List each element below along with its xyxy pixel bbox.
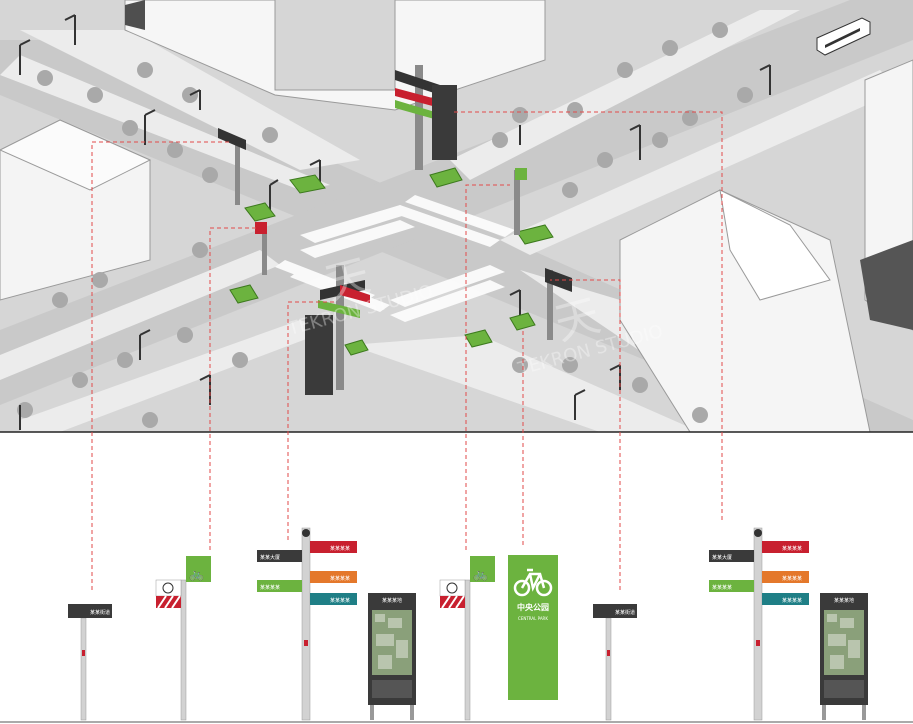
map-blocks [375,614,408,669]
street-lights [19,14,771,430]
sign-central-park: 中央公园 CENTRAL PARK [508,555,558,700]
finger-orange-2: 某某某某 [782,576,802,582]
sign-bike-1: 🚲 [155,556,211,721]
sign-7-label: 某某街道 [615,609,635,616]
map-title-2: 某某某地 [834,597,854,604]
bike-icon-2: 🚲 [473,567,488,581]
tower-center [305,265,370,395]
sidewalk-lower-left [20,320,330,432]
finger-teal: 某某某某 [330,598,350,604]
street-scene: 天 TEKRON STUDIO 天 TEKRON STUDIO [0,0,913,433]
sign-bike-2: 🚲 [439,556,495,721]
sign-elevations: 某某街道 🚲 某某大厦 某某某某 某某某某 某某某某 [68,527,868,721]
crosswalks [275,195,515,322]
leader-lines [91,111,723,590]
building-top-shadow [125,0,145,30]
green-pads [229,167,554,356]
finger-left-top-2: 某某大厦 [712,554,732,561]
central-park-en: CENTRAL PARK [518,616,548,621]
sidewalk-lower [350,335,700,432]
finger-left-top: 某某大厦 [260,554,280,561]
camera-icon-2 [446,582,458,594]
finger-green-2: 某某某某 [712,585,732,591]
road-diagonal-b [0,0,913,405]
sign-finger-post-1: 某某大厦 某某某某 某某某某 某某某某 某某某某 [257,527,357,721]
finger-green: 某某某某 [260,585,280,591]
warning-stripes-2 [441,595,465,609]
sign-map-panel-1: 某某某地 [368,593,416,720]
bike-icon-large [513,568,553,597]
sign-finger-post-2: 某某大厦 某某某某 某某某某 某某某某 某某某某 [709,527,809,721]
finger-right-red-2: 某某某某 [782,546,802,552]
finger-post-top-icon-2 [754,529,762,537]
tower-top [395,65,457,170]
map-title-1: 某某某地 [382,597,402,604]
sign-1-label: 某某街道 [90,609,110,616]
trees [17,22,753,428]
sign-pedestrian-1: 某某街道 [68,604,112,721]
sidewalk-upper-left [0,55,330,190]
sign-map-panel-2: 某某某地 [820,593,868,720]
building-right-roof [719,189,831,301]
central-park-cn: 中央公园 [517,602,549,612]
camera-icon [162,582,174,594]
sign-pedestrian-2: 某某街道 [593,604,637,721]
warning-stripes [157,595,181,609]
sidewalk-upper-right [450,10,800,180]
bike-icon: 🚲 [189,567,204,581]
bus [816,17,871,56]
finger-teal-2: 某某某某 [782,598,802,604]
sidewalk-right [500,70,900,255]
finger-right-red: 某某某某 [330,546,350,552]
map-blocks-2 [827,614,860,669]
building-far-right-shadow [860,240,913,330]
building-left-roof [0,119,152,191]
finger-orange: 某某某某 [330,576,350,582]
building-top-center [124,0,546,111]
finger-post-top-icon [302,529,310,537]
